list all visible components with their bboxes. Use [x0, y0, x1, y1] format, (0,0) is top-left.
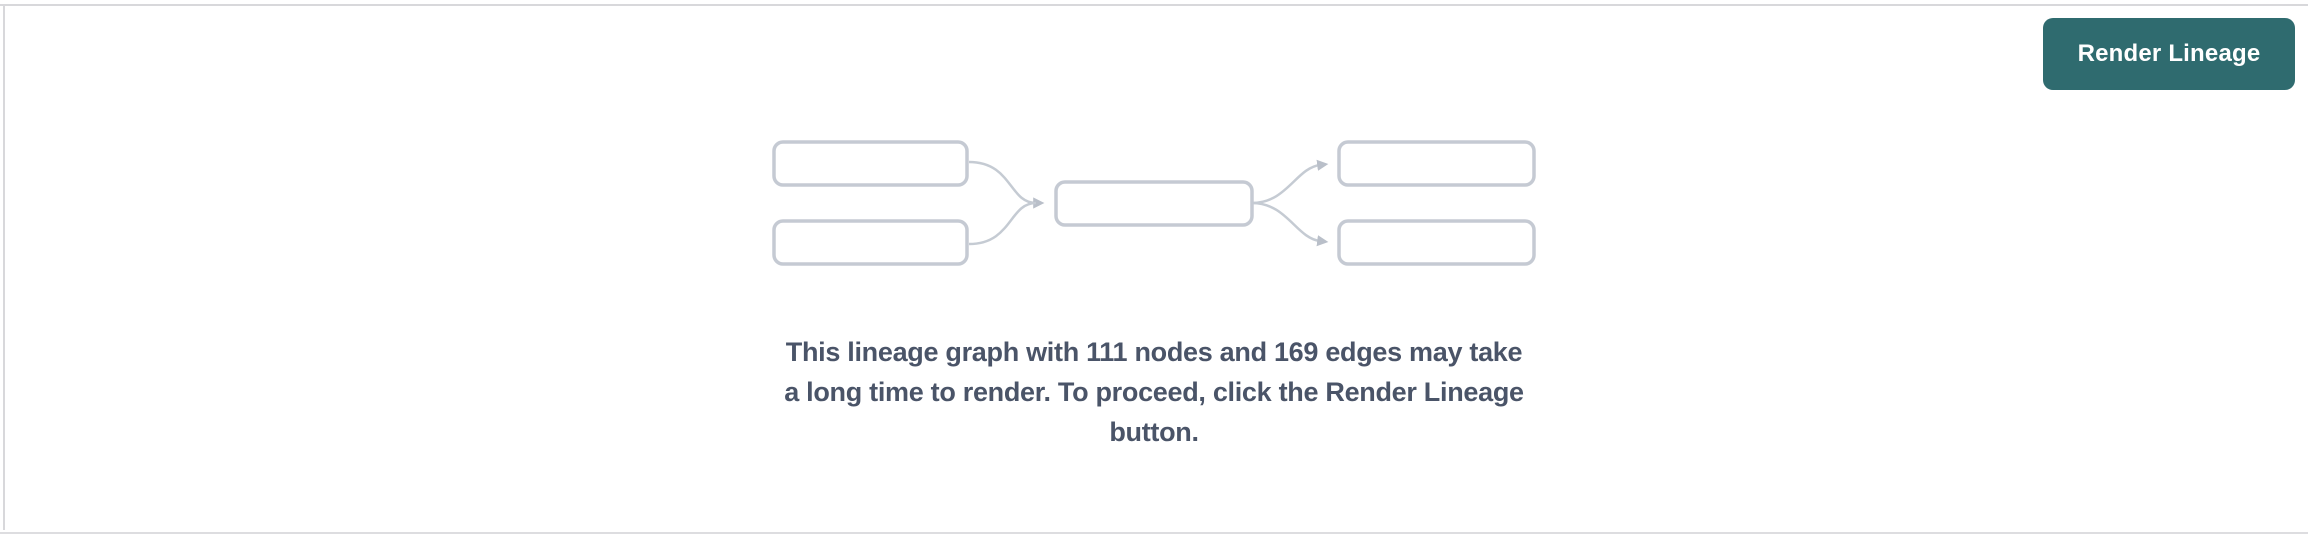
- panel-top-border: [0, 4, 2308, 6]
- lineage-graph-illustration-icon: [772, 140, 1536, 266]
- lineage-node-left-top: [772, 140, 969, 187]
- lineage-node-left-bottom: [772, 219, 969, 266]
- render-lineage-button[interactable]: Render Lineage: [2043, 18, 2295, 90]
- panel-bottom-border: [0, 532, 2308, 534]
- lineage-warning-message: This lineage graph with 111 nodes and 16…: [784, 337, 1524, 447]
- lineage-node-right-bottom: [1337, 219, 1536, 266]
- panel-left-border: [3, 5, 5, 530]
- lineage-node-center: [1054, 180, 1254, 227]
- lineage-node-right-top: [1337, 140, 1536, 187]
